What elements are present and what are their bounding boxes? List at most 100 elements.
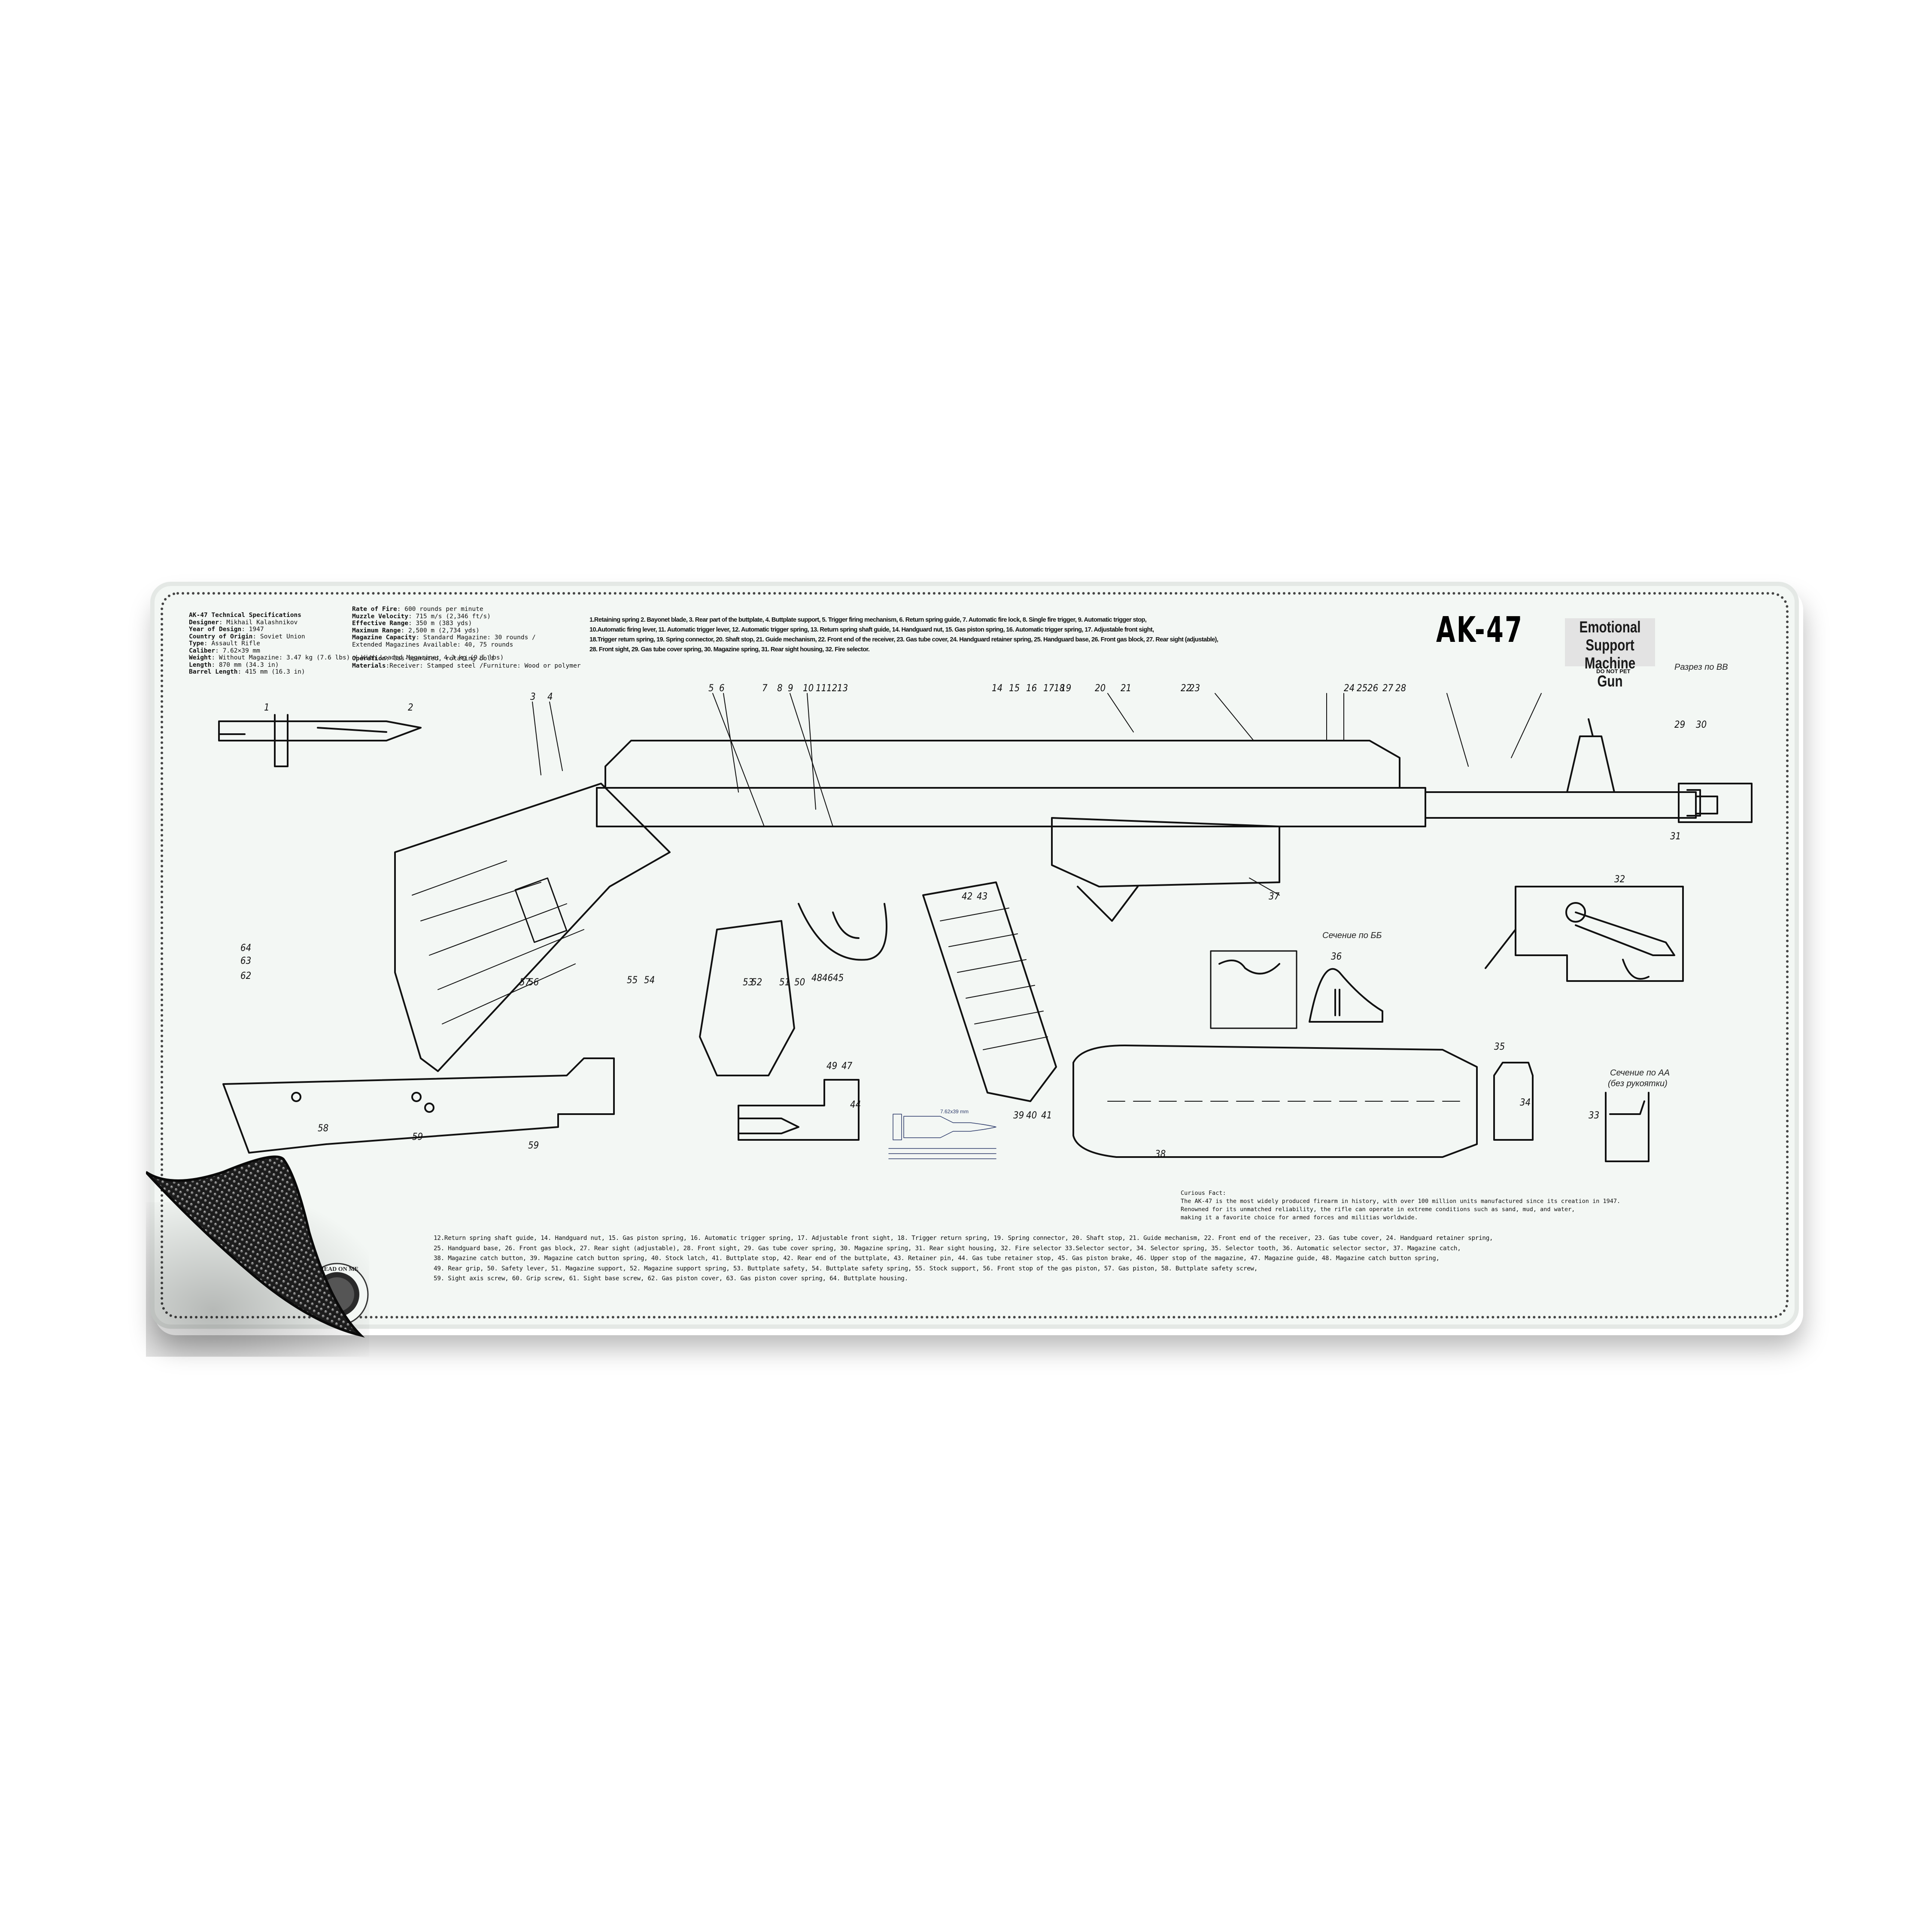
bayonet-drawing — [218, 714, 422, 767]
spec-extended-magazines: Extended Magazines Available: 40, 75 rou… — [352, 641, 513, 648]
svg-text:20: 20 — [1095, 683, 1106, 694]
svg-text:49: 49 — [826, 1061, 837, 1072]
svg-text:47: 47 — [841, 1061, 853, 1072]
spec-weight: Weight: Without Magazine: 3.47 kg (7.6 l… — [189, 654, 504, 661]
fire-selector-view — [1515, 886, 1684, 982]
svg-text:19: 19 — [1060, 683, 1071, 694]
curious-fact-line: Renowned for its unmatched reliability, … — [1181, 1206, 1575, 1213]
rifle-schematic: 1 2 3 4 5 6 7 8 9 10 11 12 13 14 15 16 1… — [218, 662, 1753, 1162]
svg-text:59: 59 — [528, 1140, 539, 1151]
svg-text:52: 52 — [751, 977, 762, 988]
svg-text:57: 57 — [519, 977, 531, 988]
svg-text:36: 36 — [1331, 951, 1342, 962]
badge-line-2: Machine Gun — [1584, 654, 1636, 690]
svg-text:34: 34 — [1520, 1097, 1531, 1108]
svg-text:55: 55 — [627, 975, 638, 986]
cartridge-drawing — [888, 1114, 996, 1159]
svg-text:22: 22 — [1181, 683, 1191, 694]
gas-block-detail — [738, 1079, 860, 1141]
trigger-guard — [798, 903, 887, 961]
section-bb-drawing — [1678, 783, 1753, 823]
svg-text:33: 33 — [1589, 1110, 1599, 1121]
svg-text:35: 35 — [1494, 1042, 1505, 1052]
svg-text:29: 29 — [1674, 720, 1685, 730]
spec-year: Year of Design: 1947 — [189, 626, 264, 633]
svg-text:45: 45 — [833, 973, 844, 984]
svg-text:51: 51 — [779, 977, 790, 988]
rubber-underside — [146, 1155, 365, 1338]
svg-text:24: 24 — [1344, 683, 1355, 694]
magazine — [922, 881, 1057, 1102]
emotional-support-badge: Emotional Support Machine Gun — [1565, 618, 1655, 690]
svg-text:10: 10 — [803, 683, 814, 694]
svg-text:54: 54 — [644, 975, 655, 986]
cartridge-label: 7.62x39 mm — [940, 1109, 969, 1115]
parts-bottom-line: 49. Rear grip, 50. Safety lever, 51. Mag… — [434, 1265, 1258, 1272]
svg-text:12: 12 — [826, 683, 837, 694]
spec-muzzle-velocity: Muzzle Velocity: 715 m/s (2,346 ft/s) — [352, 613, 491, 620]
svg-text:37: 37 — [1269, 891, 1280, 902]
svg-text:43: 43 — [977, 891, 987, 902]
svg-text:38: 38 — [1155, 1149, 1166, 1160]
svg-text:28: 28 — [1395, 683, 1406, 694]
svg-text:27: 27 — [1382, 683, 1394, 694]
spec-effective-range: Effective Range: 350 m (383 yds) — [352, 620, 472, 627]
svg-text:15: 15 — [1009, 683, 1020, 694]
svg-text:62: 62 — [240, 971, 251, 981]
curious-fact: Curious Fact: The AK-47 is the most wide… — [1181, 1189, 1620, 1222]
svg-text:58: 58 — [318, 1123, 328, 1134]
section-bb-label: Разрез по ВВ — [1674, 662, 1728, 672]
section-bb2-label: Сечение по ББ — [1322, 931, 1382, 940]
svg-text:21: 21 — [1121, 683, 1131, 694]
svg-text:44: 44 — [850, 1100, 861, 1110]
curious-fact-heading: Curious Fact: — [1181, 1190, 1226, 1197]
svg-text:5: 5 — [708, 683, 714, 694]
parts-top-line: 28. Front sight, 29. Gas tube cover spri… — [589, 646, 870, 653]
spec-block-right: Rate of Fire: 600 rounds per minute Muzz… — [352, 606, 581, 669]
parts-list-bottom: 12.Return spring shaft guide, 14. Handgu… — [434, 1233, 1493, 1284]
svg-text:9: 9 — [788, 683, 793, 694]
parts-bottom-line: 59. Sight axis screw, 60. Grip screw, 61… — [434, 1275, 908, 1282]
spec-max-range: Maximum Range: 2,500 m (2,734 yds) — [352, 627, 480, 634]
parts-top-line: 10.Automatic firing lever, 11. Automatic… — [589, 626, 1154, 633]
svg-text:32: 32 — [1614, 874, 1625, 885]
svg-text:59: 59 — [412, 1132, 423, 1142]
curled-corner: TREAD ON ME DEATH — [146, 1155, 369, 1357]
spec-magazine-capacity: Magazine Capacity: Standard Magazine: 30… — [352, 634, 536, 641]
page-title: AK-47 — [1436, 610, 1524, 650]
svg-text:4: 4 — [547, 692, 553, 702]
section-aa-label: Сечение по АА — [1610, 1068, 1670, 1078]
parts-bottom-line: 12.Return spring shaft guide, 14. Handgu… — [434, 1235, 1493, 1242]
svg-text:7: 7 — [762, 683, 768, 694]
section-b-drawing — [1210, 950, 1297, 1029]
svg-text:31: 31 — [1670, 831, 1681, 842]
svg-text:56: 56 — [528, 977, 539, 988]
section-bb2-drawing — [1309, 968, 1383, 1023]
svg-text:40: 40 — [1026, 1110, 1037, 1121]
svg-text:46: 46 — [822, 973, 833, 984]
svg-text:6: 6 — [719, 683, 725, 694]
svg-text:63: 63 — [240, 956, 251, 966]
spec-barrel-length: Barrel Length: 415 mm (16.3 in) — [189, 668, 305, 675]
svg-text:30: 30 — [1696, 720, 1707, 730]
curious-fact-line: The AK-47 is the most widely produced fi… — [1181, 1198, 1621, 1205]
parts-bottom-line: 38. Magazine catch button, 39. Magazine … — [434, 1255, 1440, 1262]
callout-numbers: 1 2 3 4 5 6 7 8 9 10 11 12 13 14 15 16 1… — [240, 683, 1707, 1160]
svg-text:41: 41 — [1041, 1110, 1052, 1121]
spec-rate-of-fire: Rate of Fire: 600 rounds per minute — [352, 606, 483, 613]
svg-text:11: 11 — [816, 683, 826, 694]
receiver-lid — [1072, 1045, 1478, 1158]
svg-text:18: 18 — [1054, 683, 1065, 694]
section-aa-sublabel: (без рукоятки) — [1608, 1079, 1668, 1088]
svg-text:53: 53 — [743, 977, 753, 988]
spec-block-left: AK-47 Technical Specifications Designer:… — [189, 612, 504, 676]
barrel — [1425, 791, 1697, 819]
svg-text:23: 23 — [1189, 683, 1200, 694]
svg-text:8: 8 — [777, 683, 783, 694]
spec-country: Country of Origin: Soviet Union — [189, 633, 305, 640]
svg-text:42: 42 — [962, 891, 972, 902]
do-not-pet-caption: DO NOT PET — [1596, 668, 1631, 674]
svg-text:2: 2 — [408, 702, 413, 713]
spec-materials: Materials:Receiver: Stamped steel /Furni… — [352, 662, 581, 669]
spec-heading: AK-47 Technical Specifications — [189, 612, 301, 619]
